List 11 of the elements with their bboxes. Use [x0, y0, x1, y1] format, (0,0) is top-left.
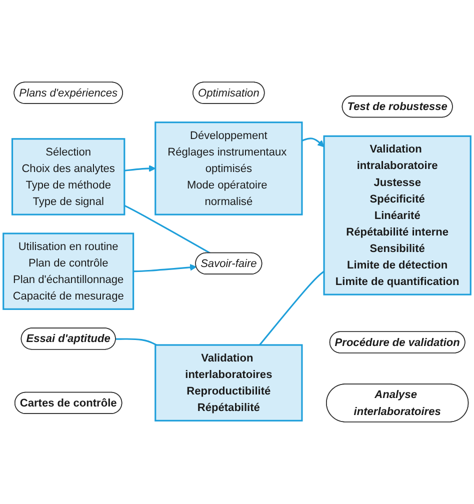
- node-box: Utilisation en routine Plan de contrôle Plan d'échantillonnage Capacité de mesurage: [2, 232, 134, 310]
- connector: [259, 270, 325, 346]
- arrow: [124, 165, 156, 172]
- node-box: Sélection Choix des analytes Type de méthode Type de signal: [11, 138, 126, 216]
- node-box: Développement Réglages instrumentaux optimisés Mode opératoire normalisé: [154, 122, 303, 216]
- node-box: Validation intralaboratoire Justesse Spécificité Linéarité Répétabilité interne Sensibilité Limite de détection Limite de quantification: [323, 135, 472, 296]
- node-box: Validation interlaboratoires Reproductibilité Répétabilité: [154, 344, 303, 422]
- arrow: [133, 264, 197, 272]
- arrow: [302, 138, 324, 148]
- connector: [116, 338, 157, 346]
- connector: [124, 204, 211, 254]
